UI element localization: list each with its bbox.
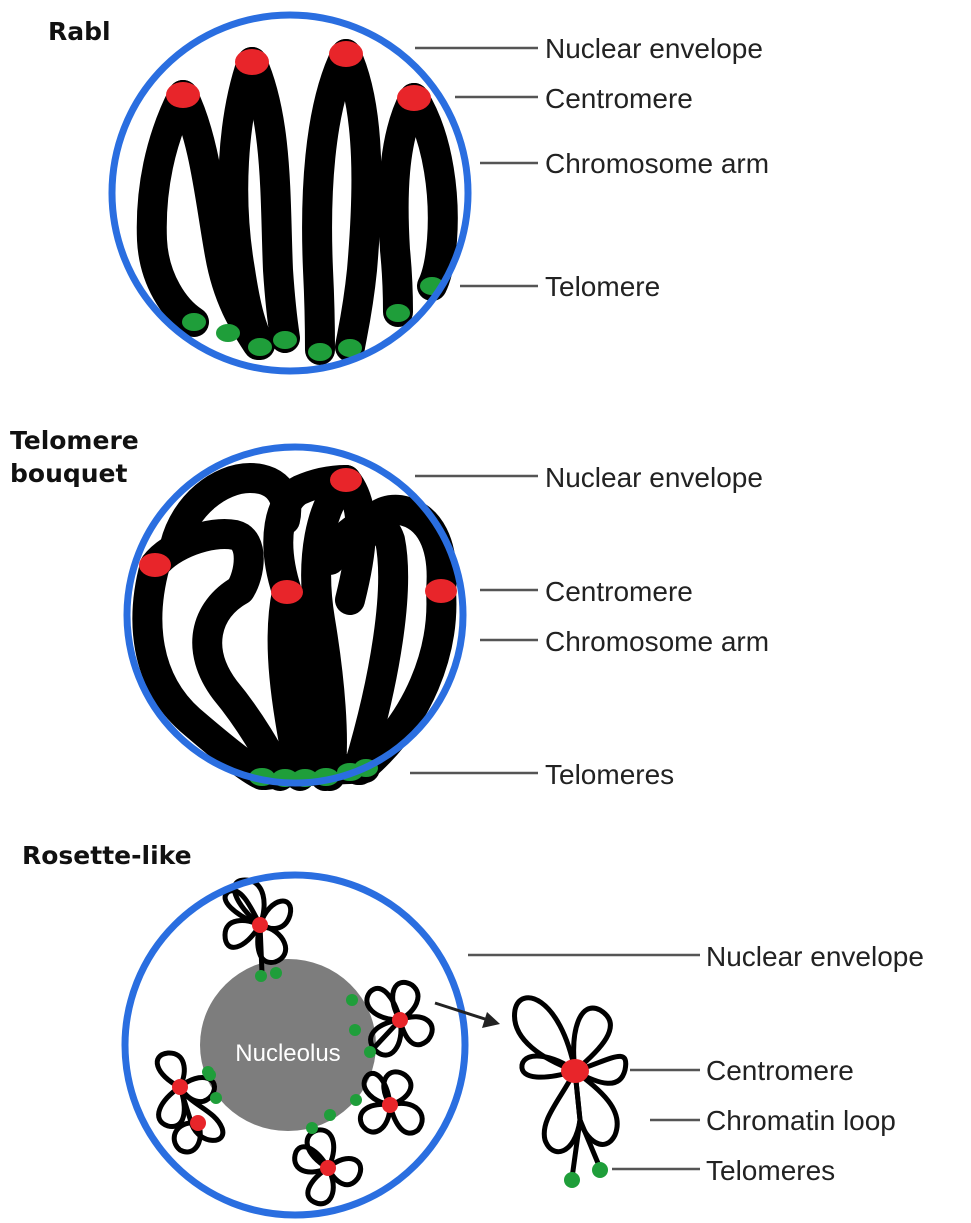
panel-title-rosette: Rosette-like xyxy=(22,841,192,870)
panel-title-rabl: Rabl xyxy=(48,17,111,46)
centromere xyxy=(271,580,303,604)
panel-title-bouquet-line1: Telomere xyxy=(10,426,139,455)
centromere xyxy=(139,553,171,577)
centromere xyxy=(425,579,457,603)
label-telomere: Telomere xyxy=(545,271,660,302)
telomere xyxy=(273,331,297,349)
telomere xyxy=(270,967,282,979)
telomere xyxy=(306,1122,318,1134)
centromere xyxy=(235,49,269,75)
telomere xyxy=(210,1092,222,1104)
nucleolus-label: Nucleolus xyxy=(235,1040,340,1067)
telomere xyxy=(592,1162,608,1178)
label-nuclear-envelope: Nuclear envelope xyxy=(545,462,763,493)
panel-title-bouquet-line2: bouquet xyxy=(10,459,128,488)
panel-rosette-like: Rosette-like Nucleolus xyxy=(22,841,924,1215)
label-centromere: Centromere xyxy=(545,576,693,607)
label-telomeres: Telomeres xyxy=(706,1155,835,1186)
label-nuclear-envelope: Nuclear envelope xyxy=(706,941,924,972)
telomere xyxy=(248,338,272,356)
centromere xyxy=(252,917,268,933)
centromere xyxy=(320,1160,336,1176)
telomere xyxy=(216,324,240,342)
bouquet-labels: Nuclear envelope Centromere Chromosome a… xyxy=(545,462,769,790)
telomere xyxy=(182,313,206,331)
bouquet-chromosome-arms xyxy=(147,478,441,776)
telomere xyxy=(564,1172,580,1188)
centromere xyxy=(172,1079,188,1095)
label-nuclear-envelope: Nuclear envelope xyxy=(545,33,763,64)
telomere xyxy=(308,343,332,361)
label-chromosome-arm: Chromosome arm xyxy=(545,626,769,657)
telomere xyxy=(364,1046,376,1058)
telomere xyxy=(346,994,358,1006)
rabl-labels: Nuclear envelope Centromere Chromosome a… xyxy=(545,33,769,302)
centromere xyxy=(382,1097,398,1113)
telomere xyxy=(386,304,410,322)
centromere xyxy=(330,468,362,492)
centromere xyxy=(166,82,200,108)
telomere xyxy=(349,1024,361,1036)
panel-rabl: Rabl xyxy=(48,15,769,371)
telomere xyxy=(255,970,267,982)
label-chromosome-arm: Chromosome arm xyxy=(545,148,769,179)
centromere xyxy=(329,41,363,67)
label-centromere: Centromere xyxy=(706,1055,854,1086)
rosette-labels: Nuclear envelope Centromere Chromatin lo… xyxy=(706,941,924,1186)
centromere xyxy=(190,1115,206,1131)
telomere xyxy=(324,1109,336,1121)
label-centromere: Centromere xyxy=(545,83,693,114)
zoom-arrow xyxy=(435,1003,500,1028)
panel-telomere-bouquet: Telomere bouquet xyxy=(10,426,769,790)
centromere xyxy=(561,1059,589,1083)
label-chromatin-loop: Chromatin loop xyxy=(706,1105,896,1136)
rosette xyxy=(295,1122,361,1204)
label-telomeres: Telomeres xyxy=(545,759,674,790)
rabl-centromeres xyxy=(166,41,431,111)
centromere xyxy=(397,85,431,111)
centromere xyxy=(392,1012,408,1028)
telomere xyxy=(350,1094,362,1106)
enlarged-rosette xyxy=(515,998,626,1188)
telomere xyxy=(204,1069,216,1081)
